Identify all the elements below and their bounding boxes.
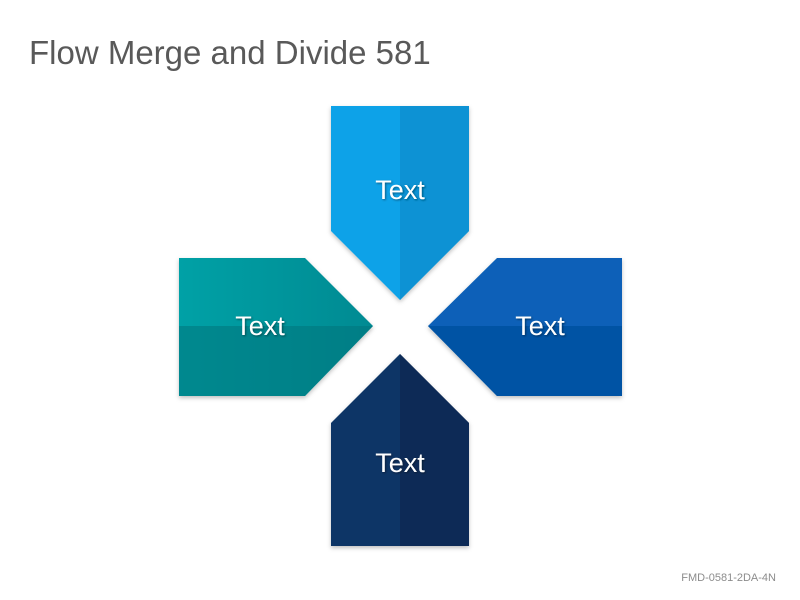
- slide-title: Flow Merge and Divide 581: [29, 34, 431, 71]
- top-arrow-label: Text: [375, 175, 425, 205]
- right-arrow-shade: [428, 326, 622, 396]
- left-arrow-label: Text: [235, 311, 285, 341]
- right-arrow-shape: Text: [428, 258, 622, 396]
- left-arrow-shape: Text: [179, 258, 373, 396]
- left-arrow-shade: [179, 326, 373, 396]
- top-arrow-shade: [400, 106, 469, 300]
- slide-code: FMD-0581-2DA-4N: [681, 572, 776, 584]
- top-arrow-shape: Text: [331, 106, 469, 300]
- bottom-arrow-shade: [400, 354, 469, 546]
- bottom-arrow-shape: Text: [331, 354, 469, 546]
- bottom-arrow-label: Text: [375, 448, 425, 478]
- right-arrow-label: Text: [515, 311, 565, 341]
